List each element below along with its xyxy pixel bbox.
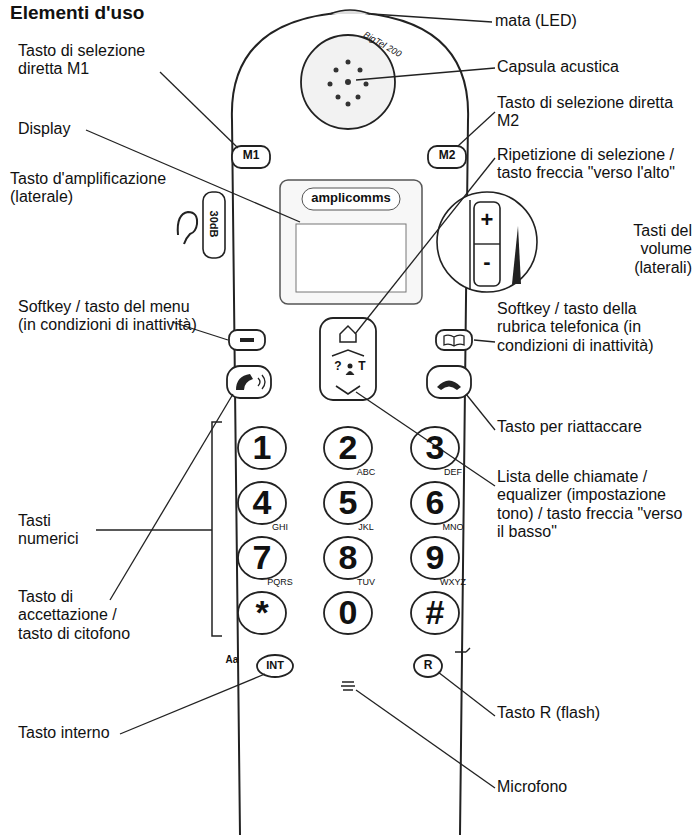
key-label: 3: [415, 429, 455, 466]
call-key: [227, 366, 271, 398]
nav-key: [320, 318, 376, 400]
key-lock-icon: [455, 648, 470, 655]
side-rocker: [469, 200, 471, 290]
page-title: Elementi d'uso: [10, 2, 210, 24]
earpiece-hole: [345, 79, 351, 85]
part-label: Ripetizione di selezione / tasto freccia…: [497, 146, 692, 183]
display-screen: [296, 224, 406, 292]
key-label: M2: [430, 149, 464, 162]
part-label: Tasto R (flash): [497, 704, 687, 722]
key-label: 1: [242, 429, 282, 466]
m2-key: [428, 146, 466, 168]
key-label: PQRS: [260, 578, 300, 588]
volume-divider: [474, 243, 500, 244]
part-label: Tasto per riattaccare: [497, 418, 687, 436]
volume-rocker: [474, 202, 500, 286]
part-label: Softkey / tasto della rubrica telefonica…: [497, 300, 687, 355]
menu-bar: [240, 338, 254, 342]
key-label: WXYZ: [433, 578, 473, 588]
key-label: -: [477, 250, 497, 274]
leader-lines: [86, 14, 495, 788]
part-label: Tasto di selezione diretta M2: [497, 94, 687, 131]
part-label: mata (LED): [495, 12, 685, 30]
key-label: *: [242, 594, 282, 631]
key-label: #: [415, 594, 455, 631]
phonebook-softkey: [436, 330, 472, 350]
key-label: T: [356, 360, 368, 373]
key-label: MNO: [433, 523, 473, 533]
key-label: TUV: [346, 578, 386, 588]
key-label: 6: [415, 484, 455, 521]
logo-frame: [302, 188, 400, 210]
microphone: [341, 682, 355, 690]
key-label: 9: [415, 539, 455, 576]
part-label: Display: [18, 120, 118, 138]
part-label: Tasti numerici: [18, 512, 94, 549]
key-label: BigTel 200: [345, 21, 419, 70]
volume-wedge: [512, 226, 521, 284]
volume-inset: [437, 192, 537, 292]
keypad-bracket: [212, 422, 222, 636]
key-label: Aa: [220, 654, 244, 665]
key-label: 4: [242, 484, 282, 521]
part-label: Tasti del volume (laterali): [610, 222, 692, 277]
key-label: 8: [328, 539, 368, 576]
hangup-icon: [437, 381, 461, 391]
ear-icon: [178, 212, 197, 244]
part-label: Tasto di selezione diretta M1: [18, 42, 188, 79]
key-label: 7: [242, 539, 282, 576]
part-label: Tasto interno: [18, 724, 158, 742]
handset-icon: [236, 374, 253, 390]
key-label: 2: [328, 429, 368, 466]
key-label: ABC: [346, 468, 386, 478]
key-label: amplicomms: [304, 191, 398, 205]
speaker-icon: [258, 375, 265, 389]
int-key: [257, 655, 293, 677]
key-label: M1: [234, 149, 268, 162]
key-label: GHI: [260, 523, 300, 533]
key-label: INT: [258, 659, 292, 671]
home-icon: [340, 326, 356, 342]
person-icon-body: [346, 372, 354, 376]
menu-softkey: [229, 330, 265, 350]
amplify-key: [203, 192, 225, 258]
person-icon: [348, 364, 353, 369]
book-icon: [444, 335, 464, 346]
key-label: +: [477, 208, 497, 232]
keypad: [238, 427, 459, 634]
key-label: ?: [332, 360, 344, 373]
led: [330, 10, 370, 14]
key-label: DEF: [433, 468, 473, 478]
key-label: 0: [328, 594, 368, 631]
part-label: Microfono: [497, 778, 687, 796]
part-label: Tasto d'amplificazione (laterale): [10, 170, 170, 207]
nav-divider: [332, 350, 364, 356]
part-label: Softkey / tasto del menu (in condizioni …: [18, 298, 198, 335]
r-key: [414, 655, 442, 677]
display-frame: [280, 180, 422, 304]
end-key: [427, 366, 471, 398]
key-label: JKL: [346, 523, 386, 533]
part-label: Lista delle chiamate / equalizer (impost…: [497, 468, 687, 542]
part-label: Tasto di accettazione / tasto di citofon…: [18, 588, 153, 643]
m1-key: [232, 146, 270, 168]
handset-body: [232, 12, 468, 835]
part-label: Capsula acustica: [497, 58, 687, 76]
key-label: 5: [328, 484, 368, 521]
earpiece-holes: [328, 60, 369, 107]
key-label: 30dB: [208, 196, 220, 252]
key-label: R: [418, 659, 438, 672]
